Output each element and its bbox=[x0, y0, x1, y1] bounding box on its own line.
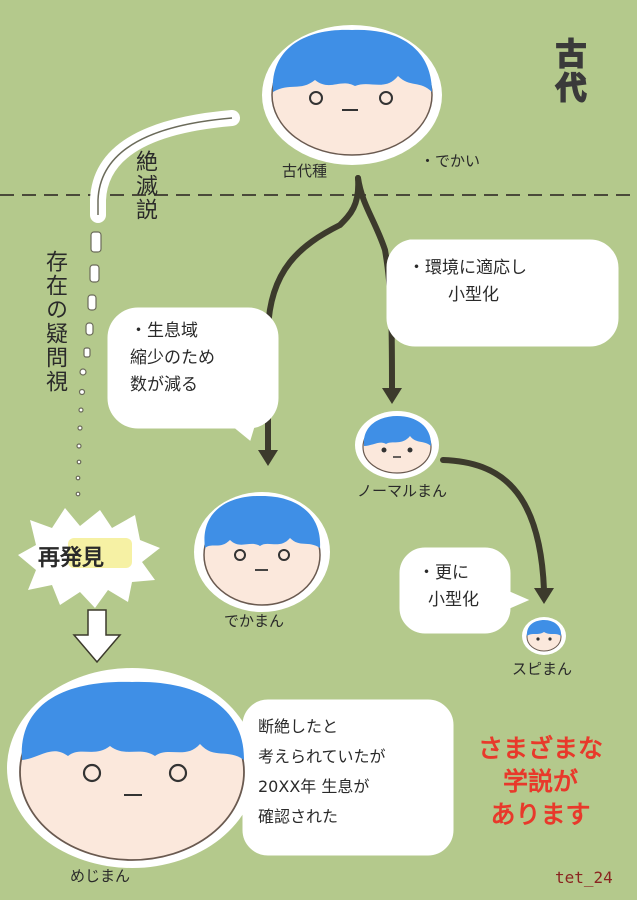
bubble-smaller: ・更に 小型化 bbox=[418, 563, 479, 610]
bubble-extinct: 断絶したと 考えられていたが 20XX年 生息が 確認された bbox=[258, 717, 386, 826]
theories-note: さまざまな 学説が あります bbox=[478, 734, 604, 829]
rediscovery-label: 再発見 bbox=[38, 546, 105, 571]
deka-creature bbox=[194, 492, 330, 612]
small-creature bbox=[522, 617, 566, 655]
small-name: スピまん bbox=[512, 660, 573, 678]
bubble-adapt: ・環境に適応し 小型化 bbox=[408, 258, 527, 305]
normal-creature bbox=[355, 411, 439, 479]
era-label: 古代 bbox=[549, 37, 586, 107]
mejimann-creature bbox=[7, 668, 257, 868]
evolution-arrows bbox=[265, 175, 547, 593]
down-arrow bbox=[72, 609, 122, 664]
ancient-note: ・でかい bbox=[420, 152, 481, 170]
existence-doubt-label: 存在の疑問視 bbox=[42, 250, 67, 394]
normal-name: ノーマルまん bbox=[357, 482, 448, 500]
artist-signature: tet_24 bbox=[555, 868, 613, 887]
extinction-theory-label: 絶滅説 bbox=[132, 150, 157, 222]
bubble-habitat: ・生息域 縮少のため 数が減る bbox=[130, 321, 215, 395]
deka-name: でかまん bbox=[224, 612, 285, 630]
dotted-trail bbox=[75, 231, 102, 497]
extinction-arrow bbox=[90, 110, 240, 223]
mejimann-name: めじまん bbox=[70, 867, 131, 885]
ancient-name: 古代種 bbox=[282, 162, 328, 180]
ancient-creature bbox=[262, 25, 442, 165]
speech-bubbles bbox=[107, 239, 619, 856]
